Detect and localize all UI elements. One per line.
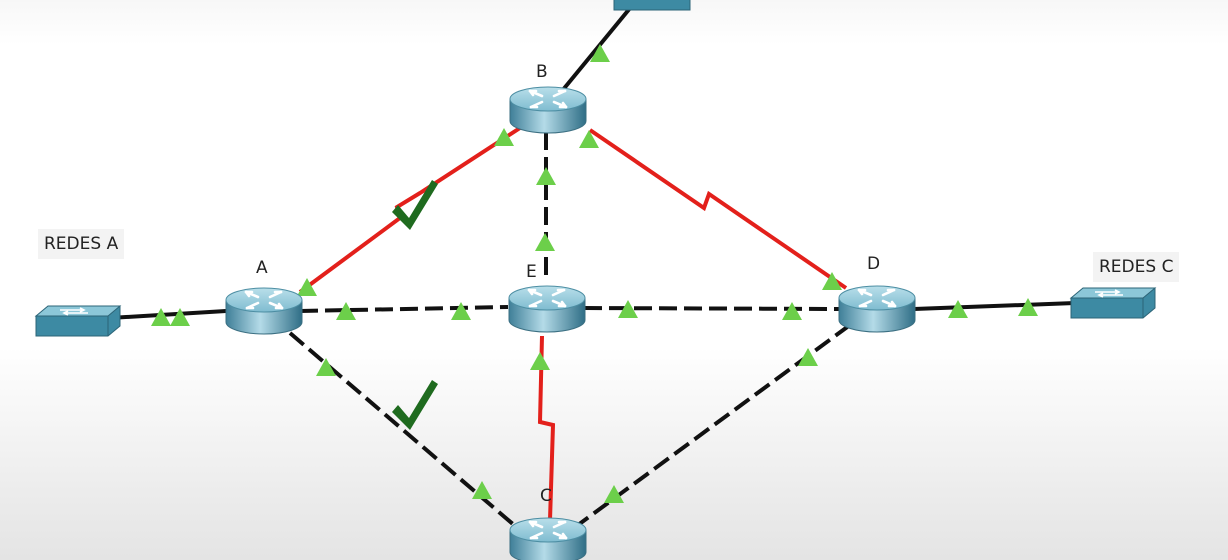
network-label-redes-a: REDES A xyxy=(38,229,125,259)
link-status-triangle-icon xyxy=(782,302,802,320)
router-icon-e[interactable] xyxy=(507,284,587,334)
network-label-redes-c: REDES C xyxy=(1093,252,1180,282)
link-status-triangle-icon xyxy=(316,358,336,376)
ethernet-link-e-d xyxy=(583,306,841,311)
checkmark-icon xyxy=(392,380,438,430)
ethernet-link-d-redesc xyxy=(913,301,1076,311)
router-icon-d[interactable] xyxy=(837,284,917,334)
link-status-triangle-icon xyxy=(535,233,555,251)
switch-icon-redes-c[interactable] xyxy=(1070,287,1156,319)
router-icon-a[interactable] xyxy=(224,286,304,336)
ethernet-link-a-redesa xyxy=(109,309,227,320)
switch-icon-redes-a[interactable] xyxy=(35,305,121,337)
uplink-device-partial xyxy=(613,0,691,11)
router-label-b: B xyxy=(536,62,548,82)
link-status-triangle-icon xyxy=(170,308,190,326)
router-label-c: C xyxy=(540,486,552,506)
link-status-triangle-icon xyxy=(451,302,471,320)
router-label-a: A xyxy=(256,258,268,278)
link-status-triangle-icon xyxy=(494,128,514,146)
serial-link-a-b xyxy=(298,126,522,294)
link-status-triangle-icon xyxy=(536,167,556,185)
serial-link-e-c xyxy=(537,335,556,521)
serial-link-b-d xyxy=(588,128,848,290)
router-label-d: D xyxy=(867,254,881,274)
link-status-indicators xyxy=(151,44,1038,503)
router-icon-c[interactable] xyxy=(508,516,588,560)
router-icon-b[interactable] xyxy=(508,85,588,135)
router-label-e: E xyxy=(526,262,537,282)
links xyxy=(109,0,1076,527)
link-status-triangle-icon xyxy=(530,352,550,370)
ethernet-link-a-e xyxy=(299,305,509,313)
link-status-triangle-icon xyxy=(798,348,818,366)
